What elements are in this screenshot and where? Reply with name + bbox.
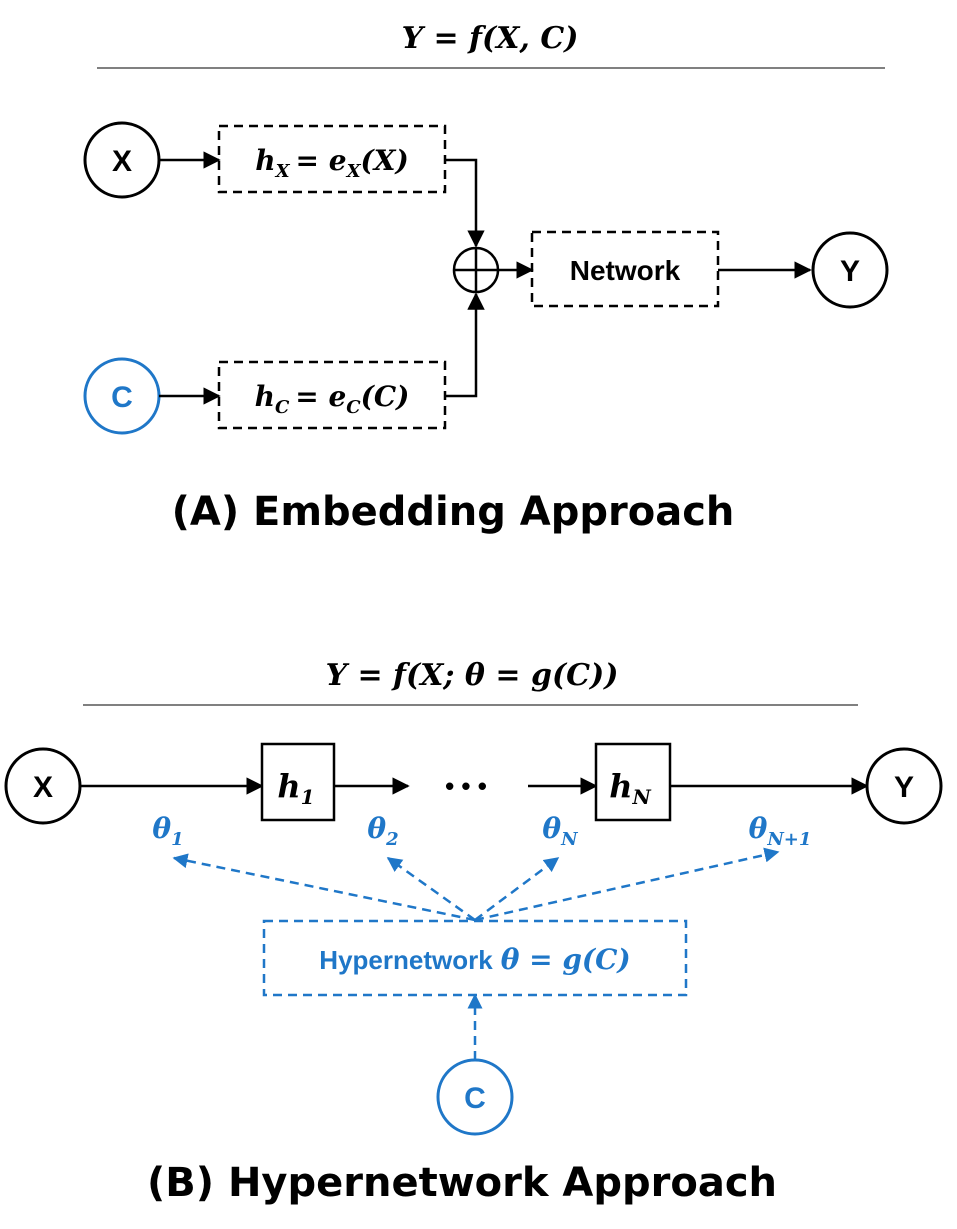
node-y-a-label: Y: [840, 255, 860, 288]
theta-1-arrow: [172, 853, 476, 922]
h1-box: [260, 742, 336, 822]
hypernetwork-arrows: [172, 847, 780, 922]
node-y-b: [865, 747, 943, 825]
theta-n1-arrow: [474, 847, 780, 922]
theta-2-label: θ2: [367, 812, 398, 850]
node-y-a: [811, 231, 889, 309]
theta-n-arrow: [474, 856, 560, 922]
node-x-b-label: X: [33, 771, 53, 804]
panel-a-equation: Y = f(X, C): [402, 21, 579, 56]
node-c-b-label: C: [464, 1082, 486, 1115]
theta-2-arrow: [386, 856, 476, 922]
theta-n1-label: θN+1: [749, 812, 812, 850]
panel-b: Y = f(X; θ = g(C)) X h1 • • • hN Y θ1 θ2: [4, 658, 943, 1206]
connector-hx-to-sum: [445, 158, 485, 248]
sum-icon: [452, 246, 500, 294]
network-label: Network: [570, 255, 681, 286]
hN-label: hN: [609, 767, 651, 809]
panel-a: Y = f(X, C) X C hX= eX(X) hC= eC(C): [83, 21, 889, 535]
node-x-a-label: X: [112, 145, 132, 178]
h1-label: h1: [277, 767, 314, 809]
theta-1-label: θ1: [152, 812, 183, 850]
panel-b-caption: (B) Hypernetwork Approach: [147, 1160, 777, 1206]
node-y-b-label: Y: [894, 771, 914, 804]
embed-c-formula: hC= eC(C): [255, 380, 410, 418]
panel-a-caption: (A) Embedding Approach: [172, 489, 735, 535]
theta-n-label: θN: [542, 812, 579, 850]
connector-hc-to-sum: [445, 292, 485, 398]
embed-x-formula: hX= eX(X): [255, 144, 409, 182]
node-c-b: [436, 1058, 514, 1136]
hN-box: [594, 742, 672, 822]
network-box: [530, 230, 720, 308]
ellipsis: • • •: [445, 771, 487, 801]
panel-b-equation: Y = f(X; θ = g(C)): [326, 658, 619, 693]
node-c-a-label: C: [111, 381, 133, 414]
